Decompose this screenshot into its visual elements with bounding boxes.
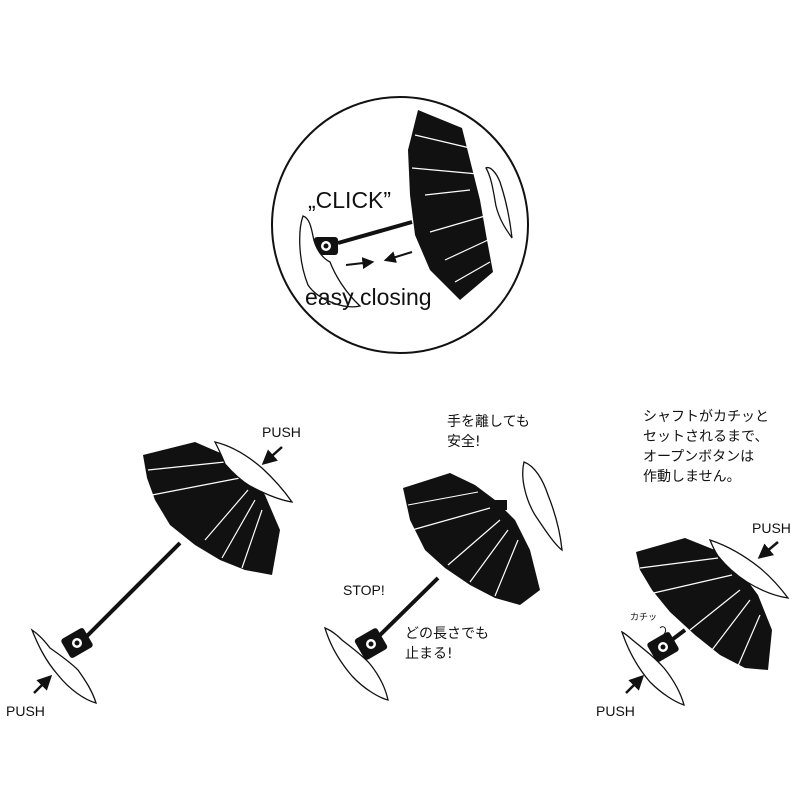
step2-safe-note-line1: 手を離しても [447,414,530,430]
step2-bottom-hand-icon [323,626,389,701]
stop-label: STOP! [343,582,385,598]
step1-push-top-label: PUSH [262,424,301,440]
step3-push-bottom-arrow-icon [625,674,645,694]
step3-push-top-label: PUSH [752,520,791,536]
step3-bottom-hand-icon [620,630,685,706]
step2-safe-note: 手を離しても 安全! [447,412,530,452]
step3-note-line3: オープンボタンは [643,449,755,465]
step1-push-top-arrow-icon [261,446,283,465]
step2-any-length-line1: どの長さでも [405,626,489,642]
step2-illustration [323,461,563,701]
top-right-hand-icon [485,166,513,239]
arrow-left-icon [383,251,413,263]
step2-released-hand-icon [522,461,563,552]
easy-closing-illustration [271,96,529,354]
step3-note-line2: セットされるまで、 [643,429,769,445]
step3-illustration [620,538,790,706]
step3-push-top-arrow-icon [757,541,779,559]
step1-push-bottom-label: PUSH [6,703,45,719]
step3-note-line1: シャフトがカチッと [643,409,769,425]
step1-illustration [30,441,294,704]
illustration-circle [271,96,529,354]
easy-closing-label: easy closing [305,284,432,310]
step2-any-length-line2: 止まる! [405,646,453,662]
kachi-label: カチッ [630,613,658,623]
step2-safe-note-line2: 安全! [447,434,481,450]
arrow-right-icon [345,257,375,270]
step3-top-hand-icon [708,538,790,599]
top-left-hand-icon [299,215,362,308]
step3-note-line4: 作動しません。 [643,469,741,485]
top-umbrella-shaft [337,220,413,245]
click-sound-mark-icon [659,626,667,635]
step3-note: シャフトがカチッと セットされるまで、 オープンボタンは 作動しません。 [643,407,769,487]
step1-umbrella-canopy [143,442,280,575]
top-umbrella-canopy [408,110,493,300]
step1-push-bottom-arrow-icon [33,674,53,694]
step2-umbrella-canopy [403,473,540,605]
step1-top-hand-icon [213,441,294,503]
step1-bottom-hand-icon [30,628,97,704]
step2-any-length-note: どの長さでも 止まる! [405,624,489,664]
step2-umbrella-shaft [373,576,440,642]
click-label: „CLICK” [308,187,392,213]
step3-push-bottom-label: PUSH [596,703,635,719]
step1-umbrella-shaft [78,541,182,645]
